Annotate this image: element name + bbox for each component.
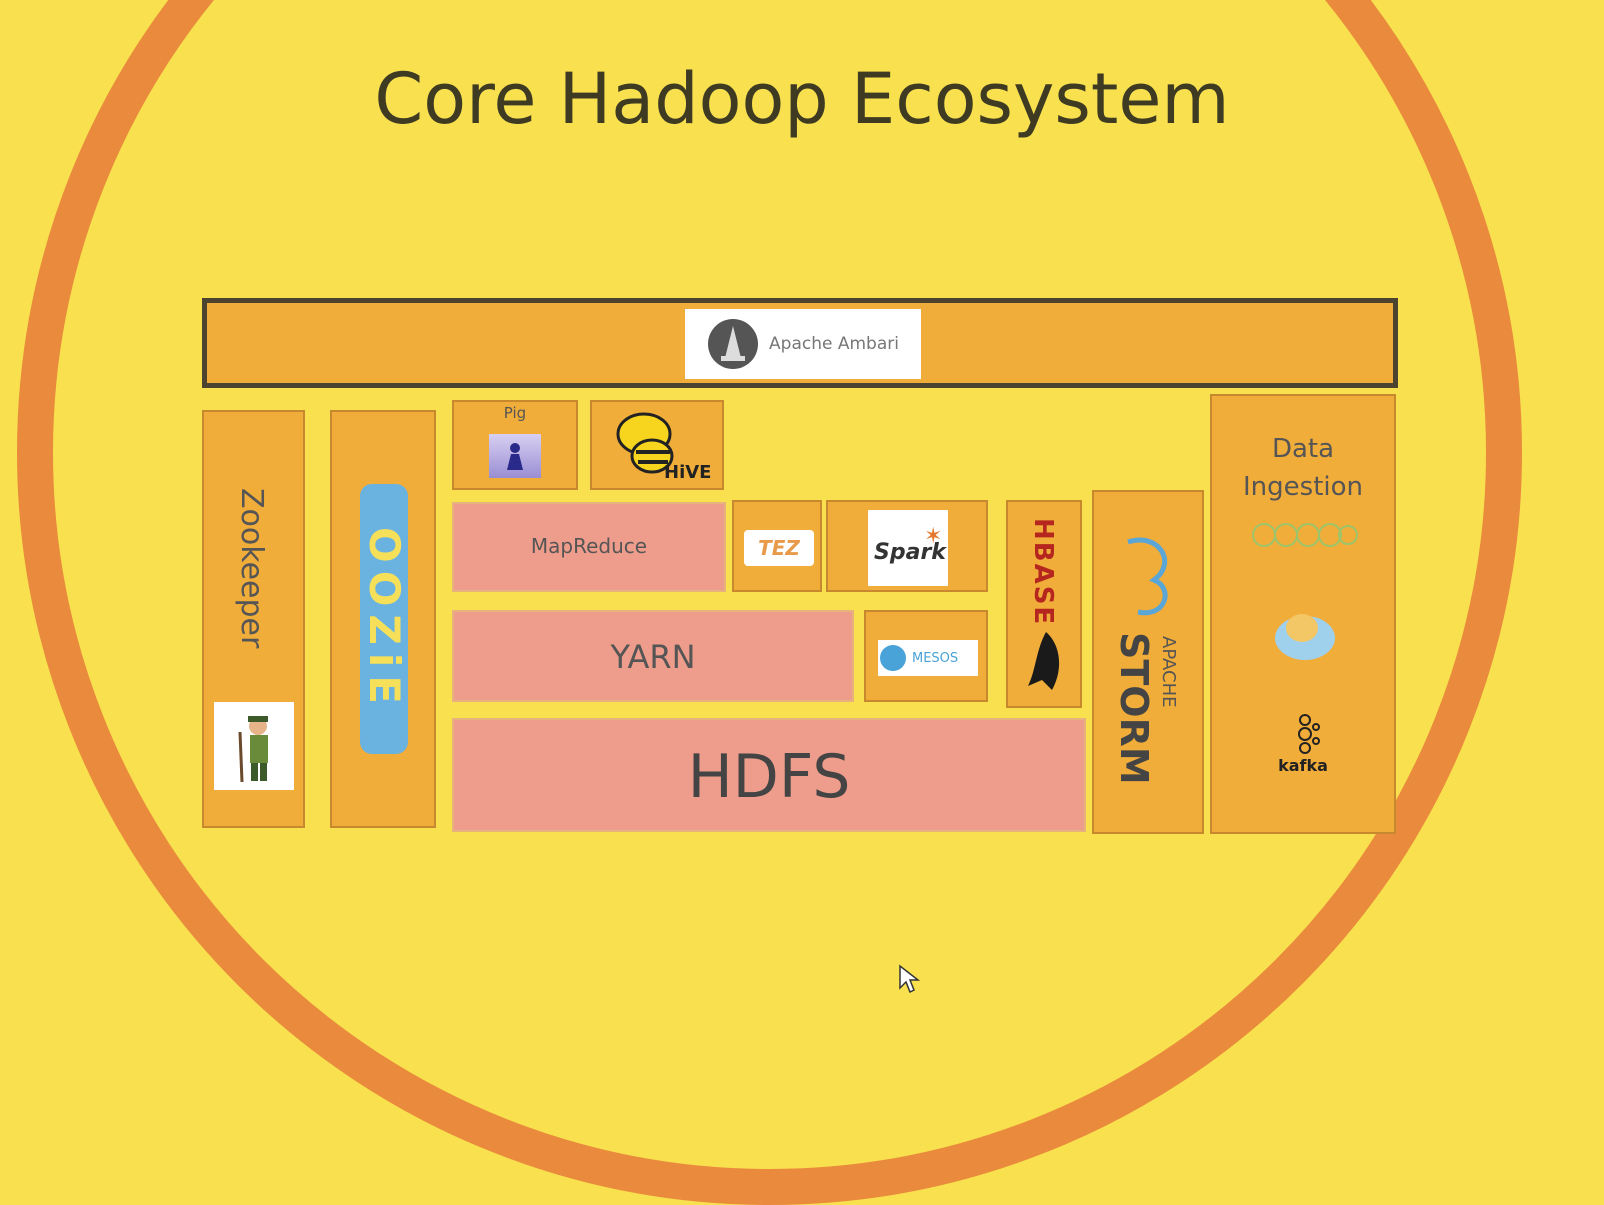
storm-label: STORM [1112,632,1156,785]
pig-icon [489,434,541,478]
tez-label: TEZ [744,530,814,566]
storm-box: STORM APACHE [1092,490,1204,834]
ambari-logo-icon [708,319,759,369]
yarn-layer: YARN [452,610,854,702]
mesos-box: MESOS [864,610,988,702]
sqoop-icon [1252,523,1358,547]
spark-box: Spark ✶ [826,500,988,592]
hive-bee-icon [616,412,674,474]
zookeeper-keeper-icon [214,702,294,790]
flume-icon [1275,614,1335,660]
hdfs-label: HDFS [687,742,851,812]
storm-logo-icon [1127,537,1168,616]
ambari-label: Apache Ambari [769,334,899,354]
mouse-cursor-icon [899,964,920,994]
pig-box: Pig [452,400,578,490]
yarn-label: YARN [610,638,696,676]
page-title: Core Hadoop Ecosystem [374,58,1230,140]
mapreduce-label: MapReduce [530,534,648,558]
ambari-logo: Apache Ambari [685,309,921,379]
mapreduce-layer: MapReduce [452,502,726,592]
zookeeper-label: Zookeeper [234,488,269,649]
oozie-label: OOZiE [360,484,409,754]
hbase-orca-icon [1028,632,1060,690]
hbase-label: HBASE [1028,518,1058,627]
mesos-logo: MESOS [878,640,978,676]
hbase-box: HBASE [1006,500,1082,708]
spark-label: Spark [874,540,946,565]
hdfs-layer: HDFS [452,718,1086,832]
storm-apache-label: APACHE [1158,636,1179,708]
hive-label: HiVE [664,462,712,483]
spark-logo: Spark ✶ [868,510,948,586]
data-ingestion-label: Data Ingestion [1243,434,1363,502]
kafka-label: kafka [1278,756,1328,775]
mesos-label: MESOS [912,650,959,666]
hive-box: HiVE [590,400,724,490]
data-ingestion-box: Data Ingestion kafka [1210,394,1396,834]
ambari-bar: Apache Ambari [202,298,1398,388]
kafka-icon [1298,714,1320,754]
tez-box: TEZ [732,500,822,592]
pig-label: Pig [503,404,527,422]
spark-star-icon: ✶ [924,524,943,549]
oozie-box: OOZiE [330,410,436,828]
zookeeper-box: Zookeeper [202,410,305,828]
mesos-icon [880,645,906,671]
